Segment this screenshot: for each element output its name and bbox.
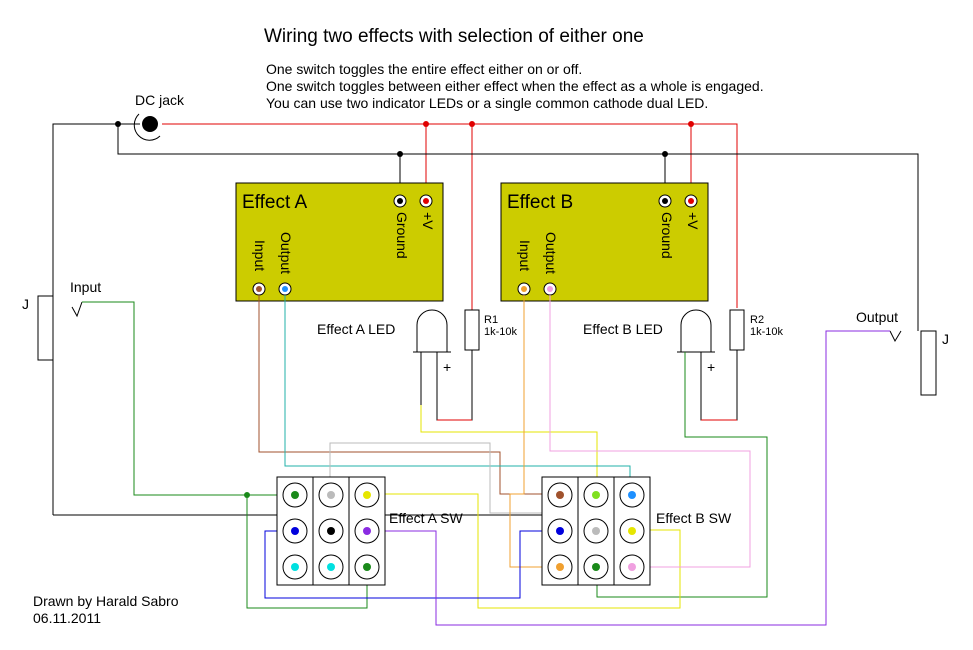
effect-a-input-label: Input (252, 240, 268, 271)
junction-dot (423, 121, 429, 127)
effect-b-output-pad-center (547, 286, 553, 292)
output-label: Output (856, 309, 898, 325)
effect-a-led-label: Effect A LED (317, 321, 395, 337)
output-jack-letter: J (942, 331, 949, 347)
output-tip-icon (889, 330, 902, 343)
effect-a-output-label: Output (278, 232, 294, 274)
positive-rail-wire (162, 123, 738, 308)
junction-dot (469, 121, 475, 127)
note-line-2: One switch toggles between either effect… (266, 78, 764, 94)
effect-b-input-label: Input (517, 240, 533, 271)
junction-dot (662, 151, 668, 157)
r2-name: R2 (750, 314, 764, 326)
effect-a-box (235, 182, 444, 302)
effect-a-vplus-label: +V (420, 212, 436, 230)
note-line-3: You can use two indicator LEDs or a sing… (266, 95, 708, 111)
effect-b-name: Effect B (507, 192, 573, 213)
r1-name: R1 (484, 314, 498, 326)
output-jack-body (920, 330, 937, 396)
effect-b-ground-pad-center (662, 198, 668, 204)
effect-a-led-icon (413, 309, 451, 353)
led-a-plus: + (443, 359, 451, 375)
ground-rail-wire (52, 123, 140, 364)
effect-b-output-wire (549, 295, 751, 568)
input-jack-body (37, 295, 54, 361)
r1-resistor (464, 309, 480, 351)
blue-link-wire (264, 530, 560, 599)
dc-jack-icon (133, 113, 161, 141)
effect-a-vplus-pad-center (423, 198, 429, 204)
junction-dot (244, 492, 250, 498)
effect-b-box (500, 182, 709, 302)
effect-a-input-pad-center (256, 286, 262, 292)
effect-b-switch-label: Effect B SW (656, 510, 732, 526)
yellow-link-wire (367, 493, 681, 609)
ground-link-wire (246, 495, 368, 609)
effect-b-led-label: Effect B LED (583, 321, 663, 337)
effect-b-led-icon (677, 309, 715, 353)
credit-author: Drawn by Harald Sabro (33, 593, 179, 609)
diagram-title: Wiring two effects with selection of eit… (264, 26, 644, 47)
junction-dot (115, 121, 121, 127)
r2-resistor (729, 309, 745, 351)
ground-rail-wire-2 (117, 124, 919, 331)
credit-date: 06.11.2011 (33, 610, 101, 626)
led-a-to-switch-wire (420, 405, 598, 494)
effect-b-output-label: Output (543, 232, 559, 274)
effect-a-name: Effect A (242, 192, 307, 213)
led-b-plus: + (707, 359, 715, 375)
junction-dot (688, 121, 694, 127)
effect-a-ground-pad-center (397, 198, 403, 204)
effect-b-input-wire (509, 295, 560, 568)
effect-b-vplus-label: +V (685, 212, 701, 230)
note-line-1: One switch toggles the entire effect eit… (266, 61, 582, 77)
input-jack-letter: J (22, 296, 29, 312)
led-b-cathode-leg (596, 352, 768, 598)
output-signal-wire (367, 330, 890, 626)
effect-a-input-wire (258, 295, 560, 495)
effect-a-ground-label: Ground (394, 212, 410, 259)
effect-a-output-pad-center (282, 286, 288, 292)
effect-b-vplus-pad-center (688, 198, 694, 204)
r2-value: 1k-10k (750, 326, 784, 338)
effect-b-switch (541, 476, 651, 586)
effect-a-switch-label: Effect A SW (389, 510, 463, 526)
input-signal-wire (82, 301, 295, 496)
effect-b-input-pad-center (521, 286, 527, 292)
effect-a-switch (276, 476, 386, 586)
r1-value: 1k-10k (484, 326, 518, 338)
junction-dot (397, 151, 403, 157)
dc-jack-label: DC jack (135, 92, 185, 108)
input-tip-icon (71, 301, 83, 318)
input-label: Input (70, 279, 101, 295)
effect-b-ground-label: Ground (659, 212, 675, 259)
